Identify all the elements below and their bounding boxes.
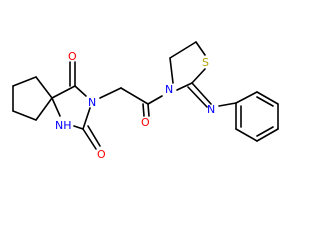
atom-label-o2: O (97, 148, 106, 161)
atom-label-o3: O (141, 116, 150, 129)
cyclopentane-ring (12, 76, 53, 121)
acyl-linker (99, 87, 163, 117)
atom-label-nh: NH (55, 119, 72, 132)
phenyl-ring (235, 91, 279, 142)
atom-label-n1: N (88, 96, 96, 109)
molecule-diagram: O N NH O O N S N (12, 41, 279, 161)
hydantoin-ring (51, 61, 101, 150)
atom-label-s1: S (202, 56, 209, 69)
atom-label-n3: N (207, 103, 215, 116)
atom-label-n2: N (165, 83, 173, 96)
atom-label-o1: O (68, 50, 77, 63)
structure-svg: O N NH O O N S N (12, 41, 279, 161)
thiazolidine-ring (169, 41, 237, 108)
